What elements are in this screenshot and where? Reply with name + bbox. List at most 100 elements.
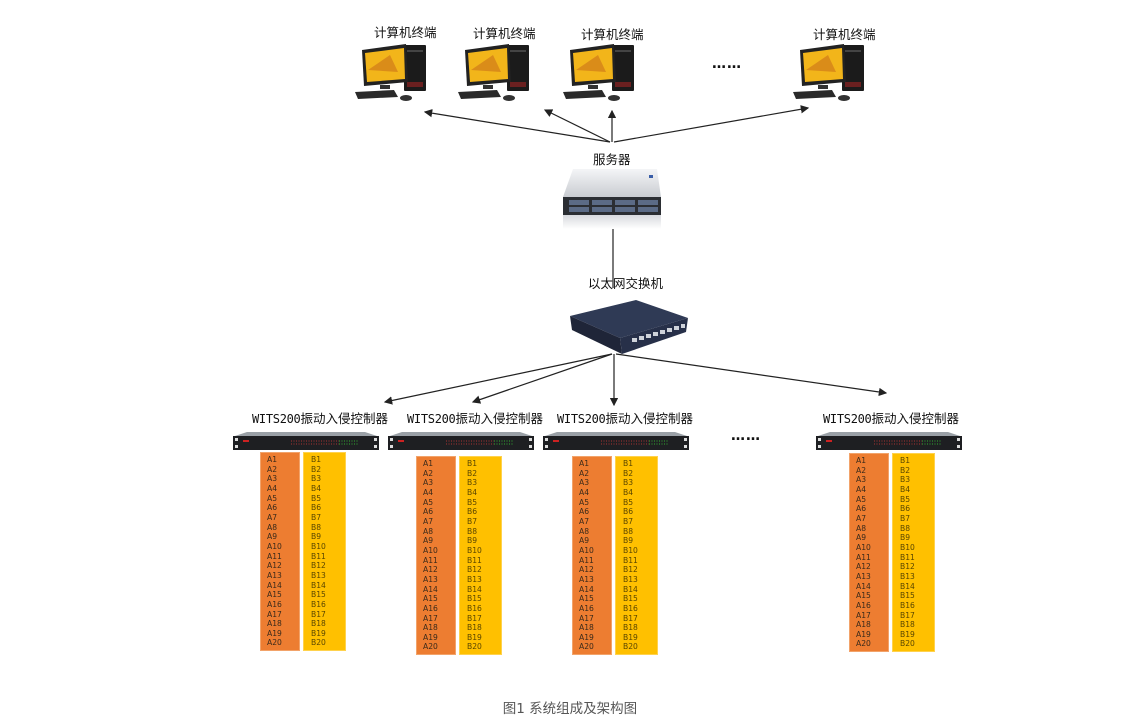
zone-item: A12: [579, 565, 594, 575]
zone-item: B9: [311, 532, 322, 542]
zone-item: B15: [623, 594, 638, 604]
controller-model: WITS200: [823, 412, 872, 426]
link-server-terminal-1: [423, 109, 611, 143]
zone-item: A2: [579, 468, 590, 478]
zone-item: B18: [311, 619, 326, 629]
zone-item: A8: [267, 522, 278, 532]
zone-item: B15: [900, 591, 915, 601]
zone-item: A3: [423, 478, 434, 488]
zone-item: A19: [267, 628, 282, 638]
zone-item: A13: [423, 574, 438, 584]
zone-item: A10: [579, 545, 594, 555]
controller-label-2: WITS200振动入侵控制器: [407, 408, 543, 427]
zone-item: A10: [267, 541, 282, 551]
controller-model: WITS200: [557, 412, 606, 426]
zone-item: A13: [579, 574, 594, 584]
link-server-terminal-4: [613, 105, 810, 143]
zone-item: B20: [900, 639, 915, 649]
zone-item: A4: [856, 484, 867, 494]
zone-item: A16: [267, 599, 282, 609]
zone-item: A7: [423, 516, 434, 526]
controllers-ellipsis: ……: [731, 428, 761, 444]
zone-item: A18: [423, 623, 438, 633]
terminals-ellipsis: ……: [712, 56, 742, 72]
computer-terminal-icon: [455, 42, 537, 106]
zone-item: B16: [900, 600, 915, 610]
zone-item: B13: [623, 574, 638, 584]
zone-item: B10: [623, 545, 638, 555]
controller-name: 振动入侵控制器: [605, 411, 693, 426]
zone-item: A10: [423, 545, 438, 555]
zone-item: A6: [856, 504, 867, 514]
zone-item: B19: [467, 632, 482, 642]
computer-terminal-icon: [352, 42, 434, 106]
switch-label: 以太网交换机: [588, 276, 664, 291]
zone-item: B7: [467, 516, 478, 526]
link-server-terminal-2: [543, 109, 611, 143]
zone-item: A5: [423, 497, 434, 507]
terminal-label-4: 计算机终端: [813, 27, 876, 42]
zone-item: A14: [579, 584, 594, 594]
zone-item: A8: [856, 523, 867, 533]
zone-item: A2: [856, 465, 867, 475]
zone-item: B3: [900, 475, 911, 485]
zone-item: A16: [856, 600, 871, 610]
zone-item: A7: [579, 516, 590, 526]
zone-item: A6: [423, 507, 434, 517]
zone-item: A18: [856, 620, 871, 630]
zone-item: A7: [267, 512, 278, 522]
zone-item: B13: [311, 570, 326, 580]
zone-item: A8: [423, 526, 434, 536]
zone-item: A18: [267, 619, 282, 629]
zone-item: B10: [467, 545, 482, 555]
zone-item: B6: [900, 504, 911, 514]
zone-item: A3: [267, 474, 278, 484]
zone-item: B12: [311, 561, 326, 571]
zone-item: A15: [856, 591, 871, 601]
zone-item: B5: [311, 493, 322, 503]
zone-item: A14: [267, 580, 282, 590]
zone-item: A5: [579, 497, 590, 507]
zone-item: A4: [423, 487, 434, 497]
zone-item: B8: [623, 526, 634, 536]
zone-item: B7: [311, 512, 322, 522]
zone-item: B4: [311, 483, 322, 493]
zone-item: A19: [579, 632, 594, 642]
zone-item: A17: [856, 610, 871, 620]
zone-item: A13: [267, 570, 282, 580]
zone-item: B1: [623, 459, 634, 468]
zone-item: B2: [311, 464, 322, 474]
controller-label-4: WITS200振动入侵控制器: [823, 408, 959, 427]
controller-model: WITS200: [252, 412, 301, 426]
zone-item: A1: [579, 459, 590, 468]
zone-item: B6: [311, 503, 322, 513]
zone-item: B16: [467, 603, 482, 613]
zone-item: A9: [579, 536, 590, 546]
zone-item: B4: [467, 487, 478, 497]
zone-item: A11: [579, 555, 594, 565]
zone-item: B18: [623, 623, 638, 633]
zone-item: B14: [311, 580, 326, 590]
zone-item: B20: [623, 642, 638, 652]
controller-name: 振动入侵控制器: [300, 411, 388, 426]
server-icon: [561, 167, 663, 229]
zone-item: B20: [311, 638, 326, 648]
zone-item: B8: [311, 522, 322, 532]
zone-item: B9: [623, 536, 634, 546]
zone-item: A4: [579, 487, 590, 497]
link-switch-controller-4: [615, 353, 888, 397]
zone-item: A17: [579, 613, 594, 623]
zone-item: A12: [423, 565, 438, 575]
zone-item: A1: [423, 459, 434, 468]
terminal-label-2: 计算机终端: [473, 26, 536, 41]
zone-item: A1: [267, 455, 278, 464]
zone-item: B19: [623, 632, 638, 642]
zone-item: A6: [579, 507, 590, 517]
zone-item: A7: [856, 513, 867, 523]
controller-rack-icon: [543, 432, 689, 452]
zone-item: B13: [467, 574, 482, 584]
